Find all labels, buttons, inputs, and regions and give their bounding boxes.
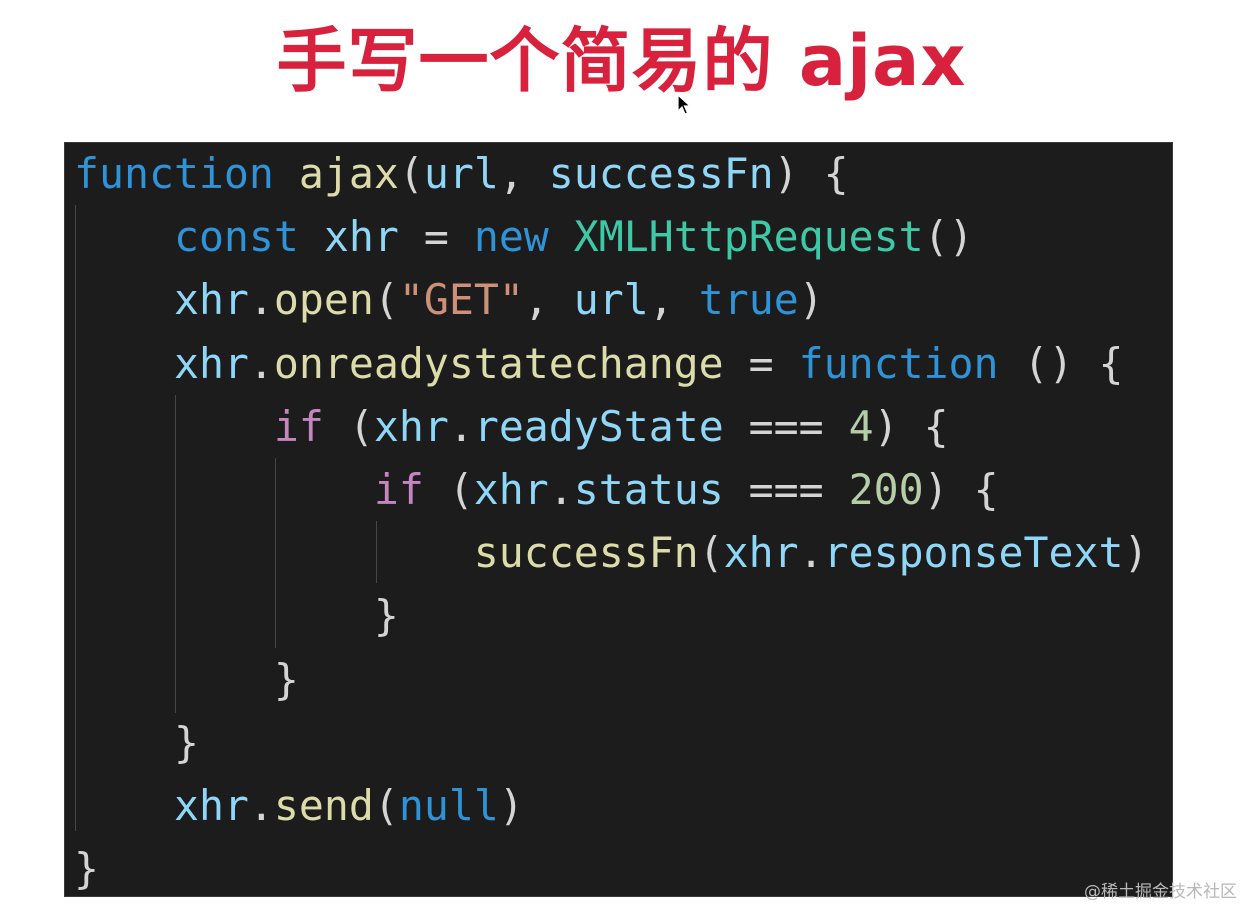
- code-token: [274, 149, 299, 198]
- code-token: ): [1123, 528, 1149, 578]
- code-token: ===: [723, 465, 849, 514]
- code-line: xhr.open("GET", url, true): [74, 275, 824, 325]
- code-token: ) {: [773, 149, 849, 198]
- code-token: }: [74, 654, 299, 704]
- code-token: xhr: [373, 401, 449, 451]
- code-token: [74, 465, 374, 514]
- code-line: }: [74, 718, 199, 768]
- code-token: ajax: [298, 149, 399, 198]
- code-token: }: [74, 717, 199, 767]
- slide-title: 手写一个简易的 ajax: [276, 20, 967, 102]
- code-token: 4: [848, 401, 874, 451]
- code-token: ,: [523, 275, 574, 325]
- code-token: }: [74, 844, 99, 894]
- code-token: [74, 781, 174, 830]
- code-token: xhr: [323, 212, 399, 262]
- code-token: [74, 275, 174, 324]
- code-token: [299, 212, 324, 261]
- code-token: ) {: [923, 465, 999, 514]
- code-line: xhr.send(null): [74, 781, 524, 831]
- code-token: [74, 402, 274, 451]
- code-block: function ajax(url, successFn) { const xh…: [64, 142, 1173, 897]
- code-token: [74, 528, 474, 577]
- code-token: url: [423, 149, 499, 198]
- code-token: ): [798, 275, 824, 325]
- mouse-cursor-icon: [677, 94, 691, 115]
- code-token: (: [323, 401, 374, 451]
- code-token: (): [923, 212, 974, 262]
- code-token: ) {: [873, 401, 949, 451]
- code-token: .: [448, 401, 474, 451]
- code-token: (: [373, 781, 399, 830]
- code-token: open: [273, 275, 374, 325]
- code-token: .: [248, 781, 274, 830]
- code-line: xhr.onreadystatechange = function () {: [74, 338, 1124, 389]
- code-token: onreadystatechange: [273, 338, 724, 388]
- code-line: }: [74, 591, 399, 641]
- code-token: function: [798, 338, 999, 388]
- code-token: [549, 212, 574, 261]
- code-token: if: [273, 401, 324, 451]
- code-token: successFn: [548, 149, 774, 198]
- code-token: .: [798, 528, 824, 578]
- code-token: responseText: [823, 528, 1124, 578]
- code-line: const xhr = new XMLHttpRequest(): [74, 212, 974, 262]
- code-token: .: [248, 338, 274, 388]
- code-token: 200: [848, 465, 924, 514]
- indent-guide: [376, 521, 377, 583]
- code-line: }: [74, 655, 299, 705]
- code-token: send: [273, 781, 374, 830]
- code-token: ,: [648, 275, 699, 325]
- code-token: ===: [723, 401, 849, 451]
- code-line: }: [74, 844, 99, 894]
- indent-guide: [175, 395, 176, 713]
- code-line: function ajax(url, successFn) {: [74, 149, 849, 199]
- code-token: =: [723, 338, 799, 388]
- code-line: if (xhr.status === 200) {: [74, 465, 999, 515]
- code-token: "GET": [398, 275, 524, 325]
- code-token: xhr: [723, 528, 799, 578]
- code-line: if (xhr.readyState === 4) {: [74, 402, 949, 452]
- code-token: [74, 339, 174, 388]
- indent-guide: [275, 458, 276, 648]
- code-token: =: [398, 212, 474, 262]
- code-token: status: [573, 465, 724, 514]
- code-token: xhr: [173, 338, 249, 388]
- code-token: (: [698, 528, 724, 578]
- code-token: successFn: [473, 528, 699, 578]
- indent-guide: [75, 205, 76, 831]
- code-token: null: [398, 781, 499, 830]
- code-token: ): [498, 781, 524, 830]
- code-token: readyState: [473, 401, 724, 451]
- code-token: (: [373, 275, 399, 325]
- code-token: XMLHttpRequest: [573, 212, 924, 262]
- watermark: @稀土掘金技术社区: [1084, 882, 1237, 902]
- code-token: [74, 212, 174, 261]
- code-line: successFn(xhr.responseText): [74, 528, 1149, 578]
- code-token: true: [698, 275, 799, 325]
- code-token: ,: [498, 149, 549, 198]
- code-token: url: [573, 275, 649, 325]
- code-token: .: [548, 465, 574, 514]
- code-token: new: [473, 212, 549, 262]
- code-token: xhr: [173, 275, 249, 325]
- code-token: () {: [998, 338, 1124, 388]
- code-token: (: [398, 149, 424, 198]
- code-token: if: [373, 465, 424, 514]
- code-token: function: [74, 149, 274, 198]
- code-token: xhr: [173, 781, 249, 830]
- code-token: .: [248, 275, 274, 325]
- code-token: const: [173, 212, 299, 262]
- code-token: }: [74, 591, 399, 641]
- code-token: xhr: [473, 465, 549, 514]
- code-token: (: [423, 465, 474, 514]
